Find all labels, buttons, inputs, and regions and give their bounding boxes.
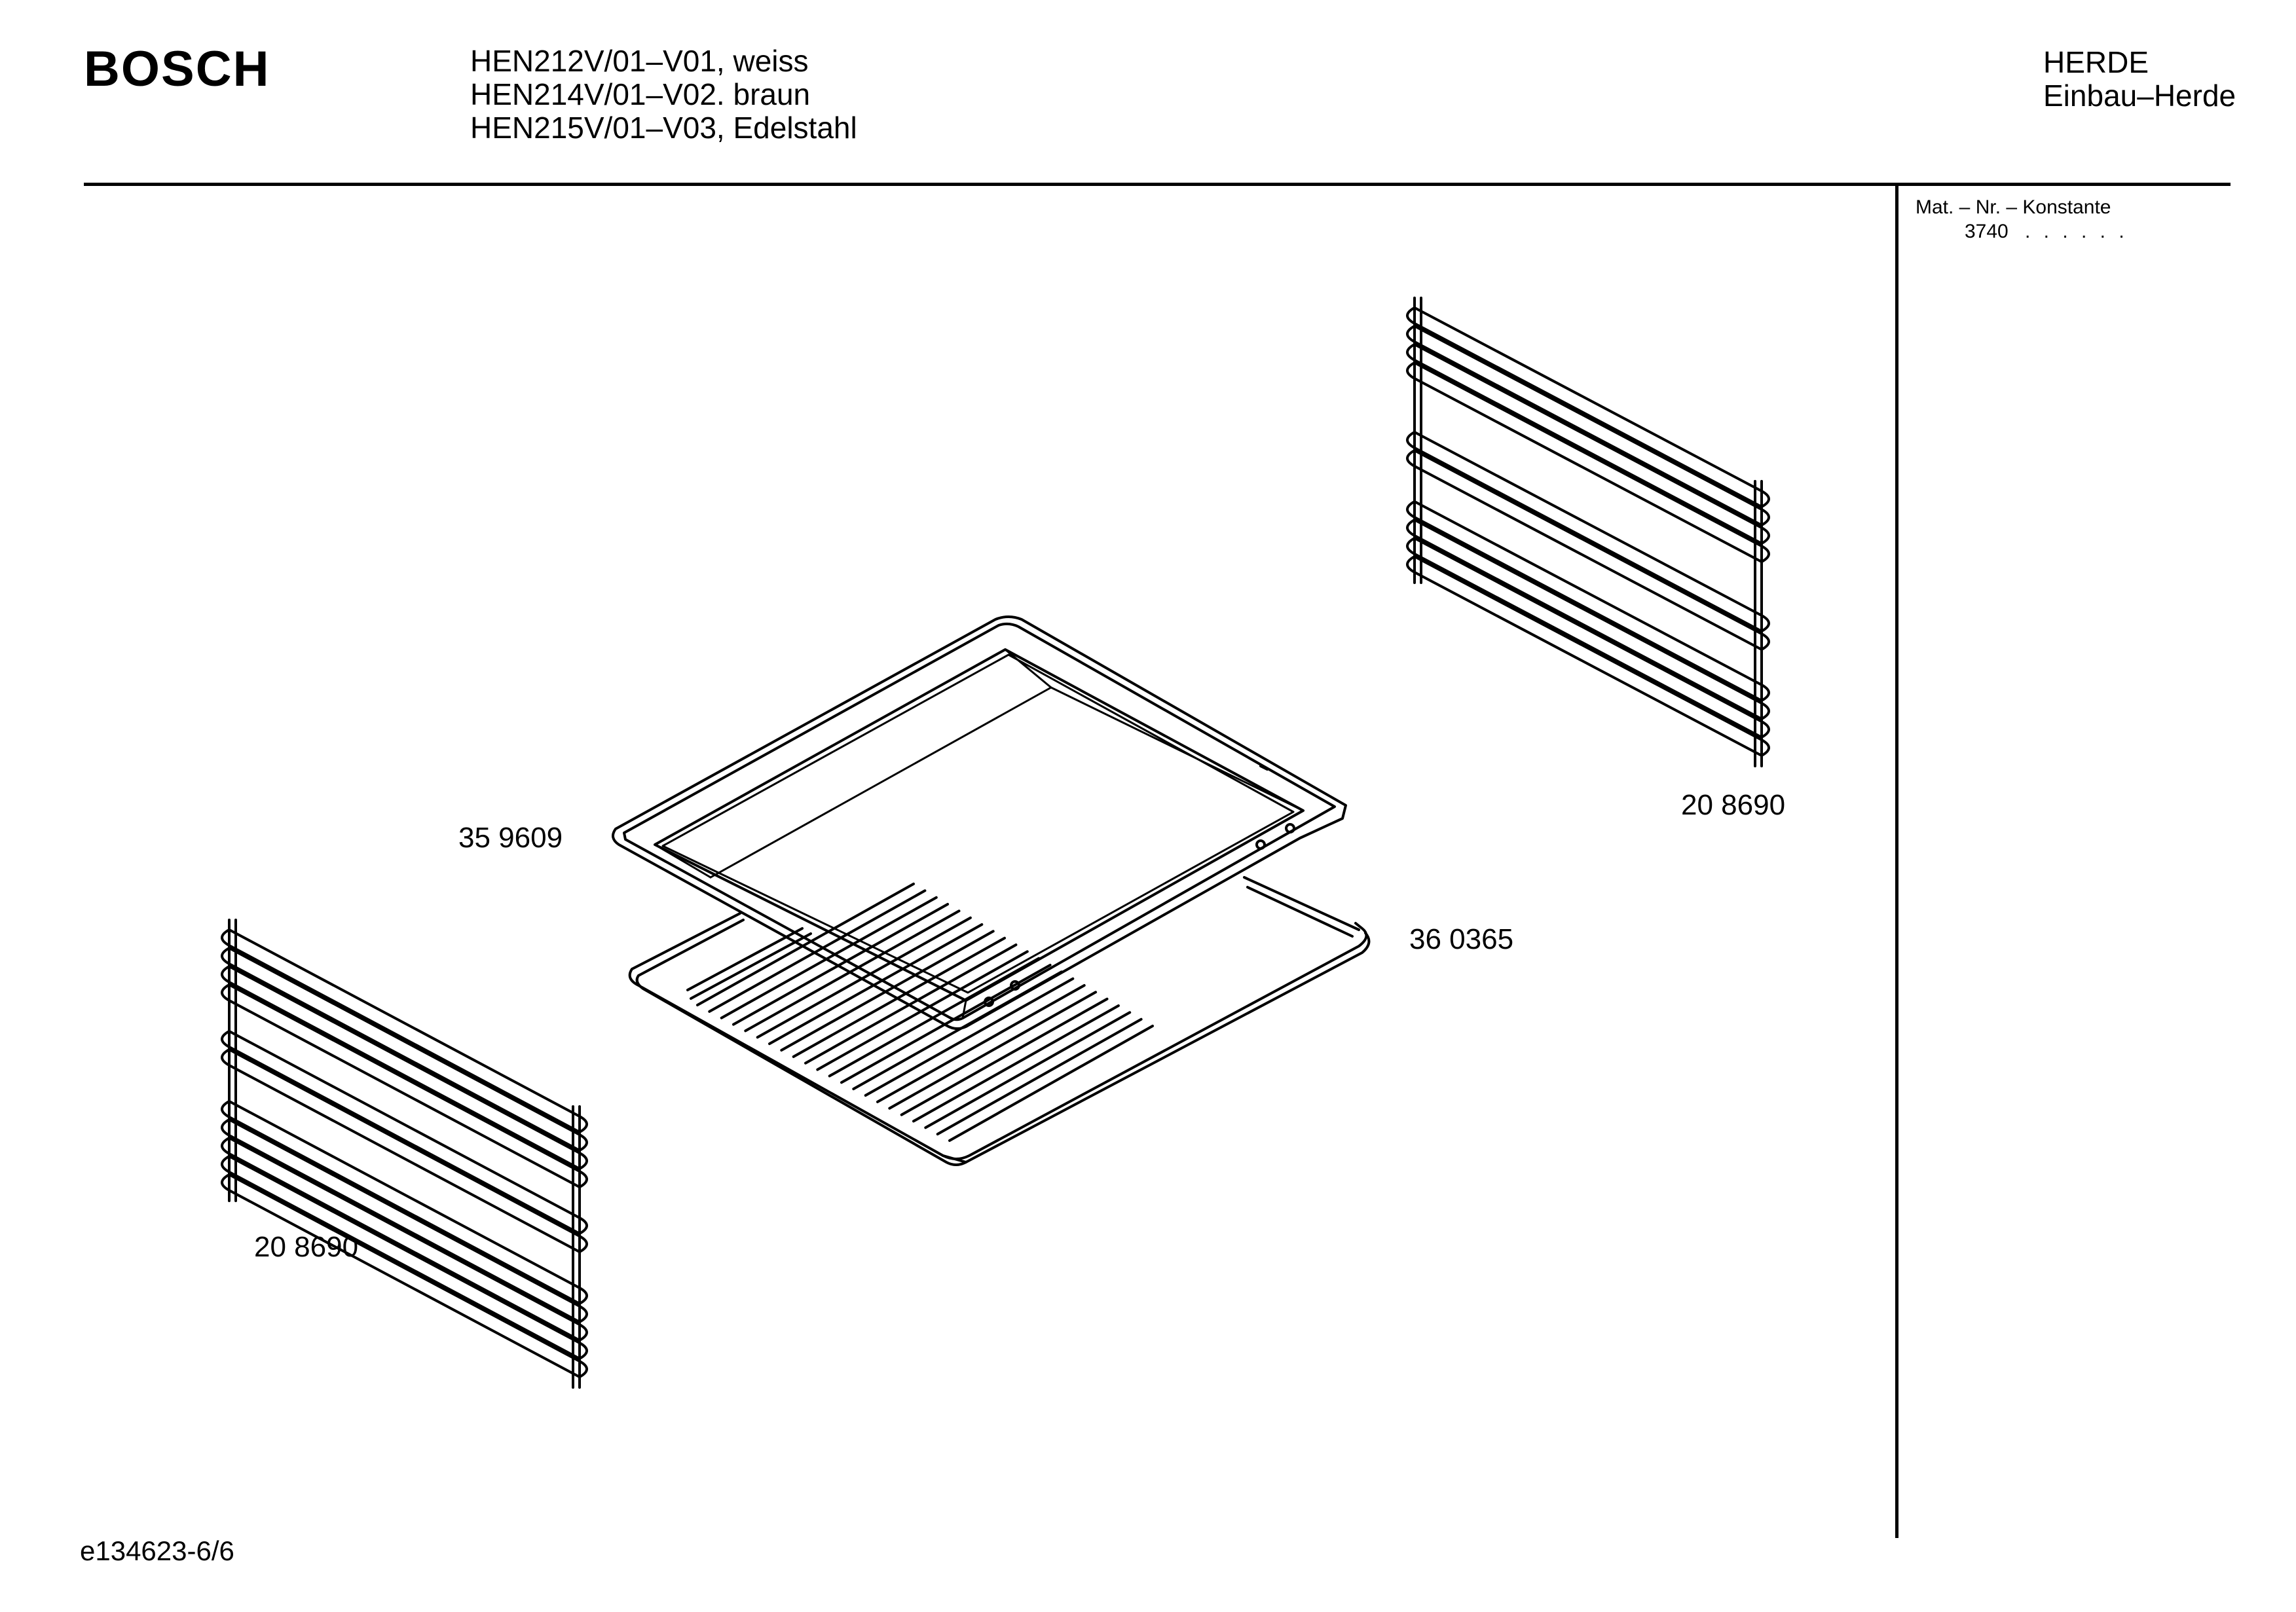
material-number-heading: Mat. – Nr. – Konstante bbox=[1916, 196, 2111, 218]
rail-wire bbox=[1406, 343, 1770, 545]
grid-wire bbox=[876, 984, 1086, 1103]
grid-wire bbox=[936, 1017, 1143, 1136]
grid-wire bbox=[828, 957, 1041, 1078]
category-subtitle: Einbau–Herde bbox=[2043, 79, 2236, 113]
wire-grid-drawing bbox=[628, 876, 1371, 1166]
grid-wire bbox=[744, 909, 961, 1033]
rail-right-drawing bbox=[1406, 297, 1770, 767]
rail-wire bbox=[221, 983, 588, 1188]
rail-wire bbox=[1406, 325, 1770, 526]
grid-wire bbox=[696, 883, 915, 1006]
rail-left-drawing bbox=[221, 919, 588, 1389]
part-label-rail-right: 20 8690 bbox=[1681, 789, 1786, 821]
wire-grid-bars bbox=[696, 883, 1154, 1142]
category-title: HERDE bbox=[2043, 45, 2149, 79]
part-label-rail-left: 20 8690 bbox=[254, 1231, 359, 1263]
grid-wire bbox=[816, 950, 1029, 1071]
rail-wire bbox=[1406, 361, 1770, 563]
document-id: e134623-6/6 bbox=[80, 1535, 234, 1566]
category-block: HERDE Einbau–Herde bbox=[2043, 46, 2236, 113]
grid-wire bbox=[768, 923, 984, 1046]
part-label-grid: 36 0365 bbox=[1409, 923, 1514, 955]
rail-wire bbox=[1406, 519, 1770, 720]
header-divider bbox=[84, 183, 2231, 186]
grid-wire bbox=[720, 896, 938, 1019]
model-line: HEN212V/01–V01, weiss bbox=[470, 44, 809, 78]
rail-wire bbox=[221, 1173, 588, 1378]
rail-wire bbox=[1406, 306, 1770, 508]
model-list: HEN212V/01–V01, weiss HEN214V/01–V02. br… bbox=[470, 45, 857, 145]
rail-wire bbox=[221, 965, 588, 1170]
grid-wire bbox=[888, 991, 1098, 1110]
grid-wire bbox=[708, 889, 927, 1013]
rail-wire bbox=[1406, 500, 1770, 702]
material-constant-value: 3740 bbox=[1965, 221, 2009, 242]
rail-wire bbox=[221, 1118, 588, 1323]
rail-wire bbox=[221, 1030, 588, 1235]
model-line: HEN215V/01–V03, Edelstahl bbox=[470, 111, 857, 145]
rail-wire bbox=[1406, 555, 1770, 757]
rail-wire bbox=[1406, 537, 1770, 739]
rail-wire bbox=[221, 947, 588, 1152]
grid-wire bbox=[900, 997, 1109, 1116]
material-dots: . . . . . . bbox=[2025, 221, 2128, 242]
model-line: HEN214V/01–V02. braun bbox=[470, 77, 811, 111]
grid-wire bbox=[948, 1025, 1154, 1142]
rail-wire bbox=[221, 1048, 588, 1253]
part-label-tray: 35 9609 bbox=[458, 822, 563, 854]
rail-wire bbox=[221, 928, 588, 1133]
sidebar-divider bbox=[1895, 185, 1898, 1538]
grid-wire bbox=[792, 936, 1006, 1058]
rail-wire bbox=[221, 1100, 588, 1305]
rail-wire bbox=[1406, 431, 1770, 632]
grid-wire bbox=[804, 943, 1018, 1065]
grid-wire bbox=[780, 930, 995, 1052]
rail-wire bbox=[1406, 449, 1770, 651]
brand-logo: BOSCH bbox=[84, 41, 270, 97]
grid-wire bbox=[864, 977, 1075, 1097]
grid-wire bbox=[924, 1011, 1132, 1129]
grid-wire bbox=[756, 916, 972, 1039]
grid-wire bbox=[732, 903, 950, 1026]
grid-wire bbox=[852, 970, 1063, 1091]
grid-wire bbox=[912, 1004, 1120, 1123]
grid-wire bbox=[840, 964, 1052, 1084]
